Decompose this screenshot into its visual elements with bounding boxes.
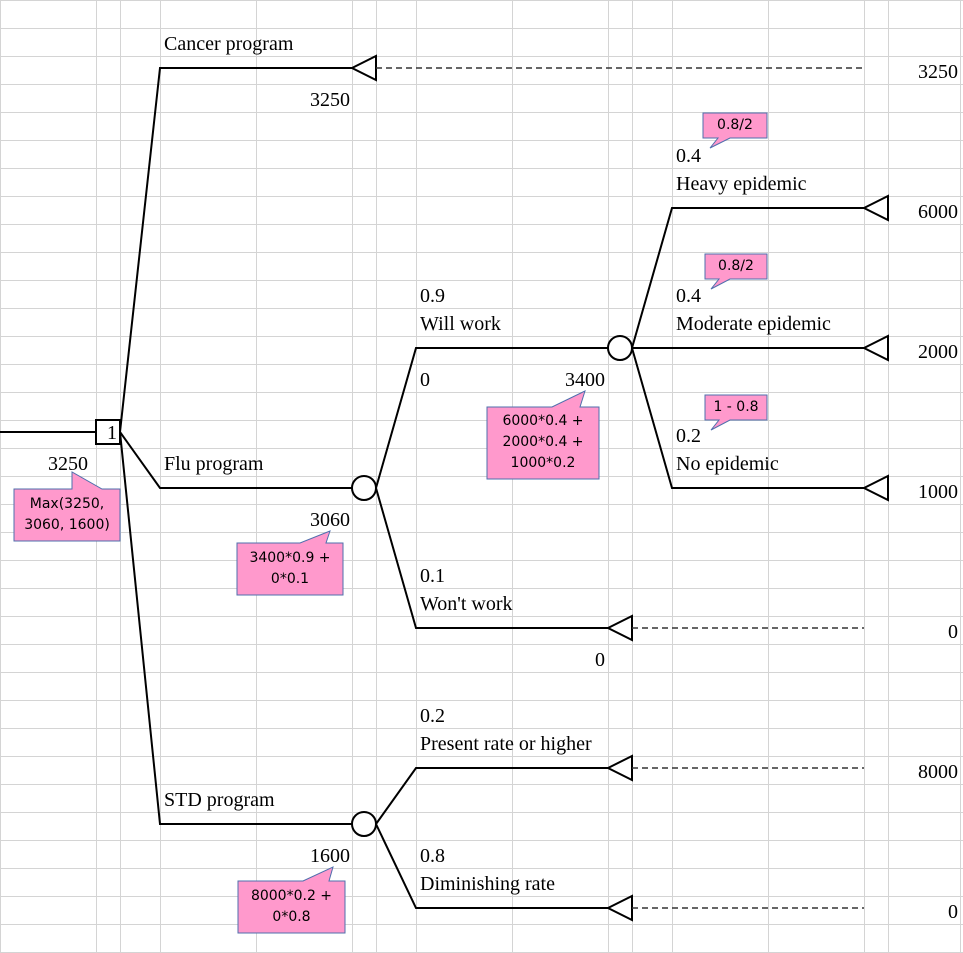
cost-will-work: 0 [420, 369, 430, 391]
branch-label-wont-work: Won't work [420, 593, 513, 615]
terminal-node-moderate-epidemic[interactable] [861, 334, 889, 362]
terminal-node-no-epidemic[interactable] [861, 474, 889, 502]
prob-moderate-epidemic: 0.4 [676, 285, 701, 307]
chance-node-epidemic[interactable] [607, 335, 633, 361]
prob-present-rate: 0.2 [420, 705, 445, 727]
prob-will-work: 0.9 [420, 285, 445, 307]
callout-shape-moderate [704, 253, 768, 290]
chance-node-flu[interactable] [351, 475, 377, 501]
payoff-no-epidemic: 1000 [918, 481, 958, 503]
prob-heavy-epidemic: 0.4 [676, 145, 701, 167]
label-diminishing-rate: Diminishing rate [420, 873, 555, 895]
payoff-moderate-epidemic: 2000 [918, 341, 958, 363]
callout-shape-flu [236, 530, 344, 596]
callout-heavy-epidemic: 0.8/2 [717, 117, 753, 133]
payoff-cancer: 3250 [918, 61, 958, 83]
branch-label-flu: Flu program [164, 453, 264, 475]
chance-node-std[interactable] [351, 811, 377, 837]
terminal-node-heavy-epidemic[interactable] [861, 194, 889, 222]
branch-value-will-work: 3400 [565, 369, 605, 391]
terminal-node-diminishing-rate[interactable] [605, 894, 633, 922]
branch-line-std [119, 431, 352, 825]
callout-flu: 3400*0.9 + 0*0.1 [249, 550, 331, 587]
callout-moderate-epidemic: 0.8/2 [718, 258, 754, 274]
terminal-node-present-rate[interactable] [605, 754, 633, 782]
branch-line-no-epidemic [631, 347, 864, 489]
label-present-rate: Present rate or higher [420, 733, 592, 755]
prob-diminishing-rate: 0.8 [420, 845, 445, 867]
callout-shape-no-epidemic [704, 394, 768, 431]
terminal-node-wont-work[interactable] [605, 614, 633, 642]
payoff-wont-work: 0 [948, 621, 958, 643]
prob-no-epidemic: 0.2 [676, 425, 701, 447]
branch-value-std: 1600 [310, 845, 350, 867]
branch-line-flu [119, 431, 352, 489]
branch-line-will-work [375, 347, 608, 489]
payoff-diminishing-rate: 0 [948, 901, 958, 923]
callout-std: 8000*0.2 + 0*0.8 [250, 888, 333, 925]
branch-label-will-work: Will work [420, 313, 501, 335]
branch-line-wont-work [375, 487, 608, 629]
branch-value-wont-work: 0 [595, 649, 605, 671]
label-heavy-epidemic: Heavy epidemic [676, 173, 807, 195]
prob-wont-work: 0.1 [420, 565, 445, 587]
callout-decision: Max(3250, 3060, 1600) [24, 496, 110, 533]
callout-no-epidemic: 1 - 0.8 [713, 399, 759, 415]
payoff-heavy-epidemic: 6000 [918, 201, 958, 223]
branch-label-cancer: Cancer program [164, 33, 294, 55]
callout-shape-will-work [486, 390, 600, 480]
branch-line-heavy-epidemic [631, 207, 864, 349]
label-moderate-epidemic: Moderate epidemic [676, 313, 831, 335]
callout-will-work: 6000*0.4 + 2000*0.4 + 1000*0.2 [502, 413, 584, 471]
label-no-epidemic: No epidemic [676, 453, 779, 475]
decision-node-value: 3250 [48, 453, 88, 475]
branch-label-std: STD program [164, 789, 275, 811]
branch-line-cancer [119, 67, 352, 433]
callout-shape-heavy [702, 112, 768, 149]
decision-node-number: 1 [107, 422, 117, 444]
branch-line-diminishing-rate [375, 823, 608, 909]
payoff-present-rate: 8000 [918, 761, 958, 783]
branch-line-present-rate [375, 767, 608, 825]
terminal-node-cancer[interactable] [349, 54, 377, 82]
callout-shape-std [237, 866, 346, 934]
callout-shape-decision [13, 471, 121, 542]
branch-value-flu: 3060 [310, 509, 350, 531]
branch-value-cancer: 3250 [310, 89, 350, 111]
